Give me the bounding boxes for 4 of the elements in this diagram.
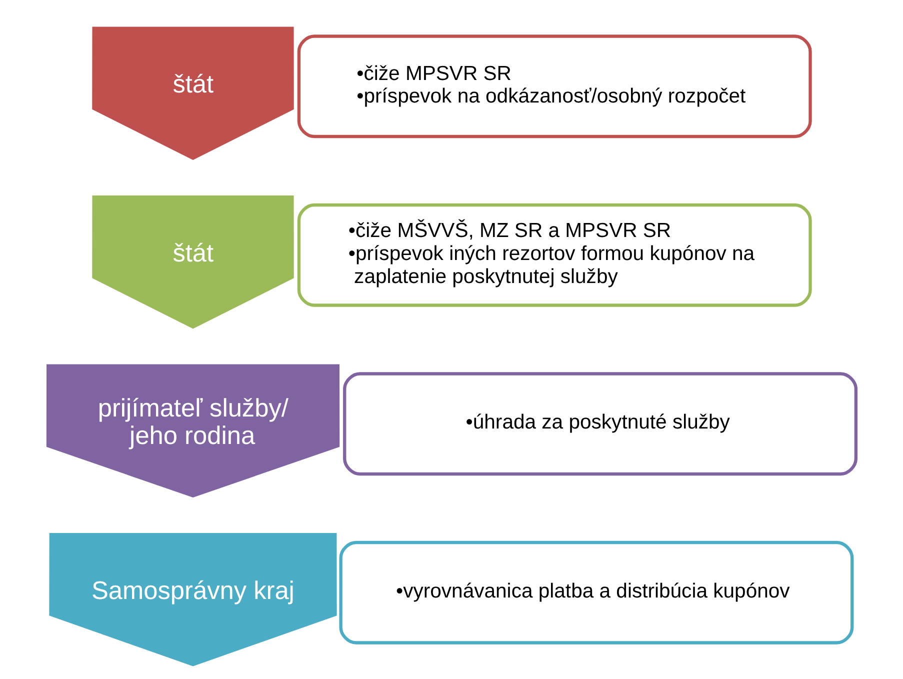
node-box: •vyrovnávanica platba a distribúcia kupónov <box>339 540 854 644</box>
node-box: •úhrada za poskytnuté služby <box>343 372 858 476</box>
node-box: •čiže MŠVVŠ, MZ SR a MPSVR SR •príspevok iných rezortov formou kupónov na zaplatenie poskytnutej služby <box>297 203 812 307</box>
node-box: •čiže MPSVR SR •príspevok na odkázanosť/osobný rozpočet <box>297 34 812 138</box>
